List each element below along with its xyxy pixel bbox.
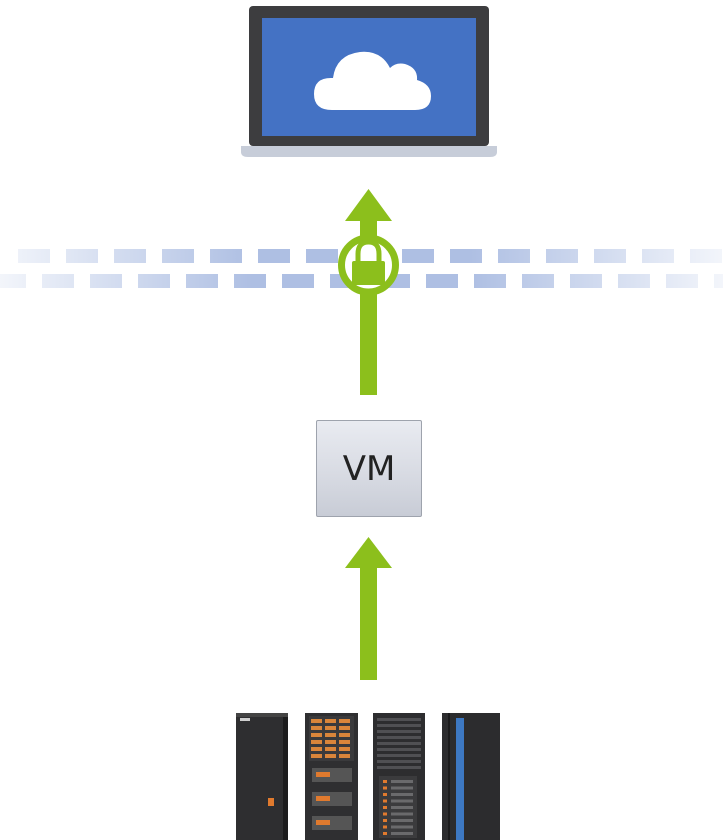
status-led [383, 812, 387, 816]
vm-box: VM [316, 420, 422, 517]
drive-bay [391, 812, 413, 816]
drive-slot [325, 726, 336, 730]
drive-slot [339, 726, 350, 730]
vent-line [377, 754, 421, 757]
drive-slot [339, 719, 350, 723]
drive-slot [311, 726, 322, 730]
drive-slot [325, 733, 336, 737]
tall-server [442, 713, 500, 840]
vent-line [377, 724, 421, 727]
drive-slot [325, 747, 336, 751]
drive-slot [339, 733, 350, 737]
vm-label: VM [342, 448, 396, 489]
laptop-icon [241, 6, 497, 157]
drive-bay [391, 806, 413, 809]
drive-slot [311, 740, 322, 744]
vent-line [377, 730, 421, 733]
drive-slot [325, 740, 336, 744]
drive-bay [391, 780, 413, 783]
drive-slot [325, 719, 336, 723]
status-led [383, 799, 387, 803]
drive-slot [339, 754, 350, 758]
vent-line [377, 760, 421, 763]
storage-server [373, 713, 425, 840]
vent-line [377, 742, 421, 745]
tower-server [236, 713, 288, 840]
status-led [383, 786, 387, 790]
drive-bay [391, 819, 413, 822]
drive-slot [311, 733, 322, 737]
drive-slot [311, 747, 322, 751]
vent-line [377, 718, 421, 721]
drive-slot [311, 754, 322, 758]
rack-server [305, 713, 358, 840]
upload-arrow [345, 537, 392, 680]
lock-icon [352, 239, 385, 285]
drive-slot [325, 754, 336, 758]
status-led [383, 825, 387, 829]
vent-line [377, 748, 421, 751]
vent-line [377, 766, 421, 769]
drive-bay [391, 825, 413, 829]
status-led [383, 780, 387, 783]
status-led [383, 819, 387, 822]
status-led [383, 832, 387, 835]
drive-slot [311, 719, 322, 723]
drive-bay [391, 786, 413, 790]
status-led [383, 806, 387, 809]
server-rack-icon [236, 713, 500, 840]
drive-bay [391, 799, 413, 803]
encrypted-upload-arrow [338, 189, 399, 395]
vent-line [377, 736, 421, 739]
status-led [383, 793, 387, 796]
drive-bay [391, 832, 413, 835]
drive-slot [339, 747, 350, 751]
drive-bay [391, 793, 413, 796]
cloud-icon [314, 51, 431, 110]
drive-slot [339, 740, 350, 744]
